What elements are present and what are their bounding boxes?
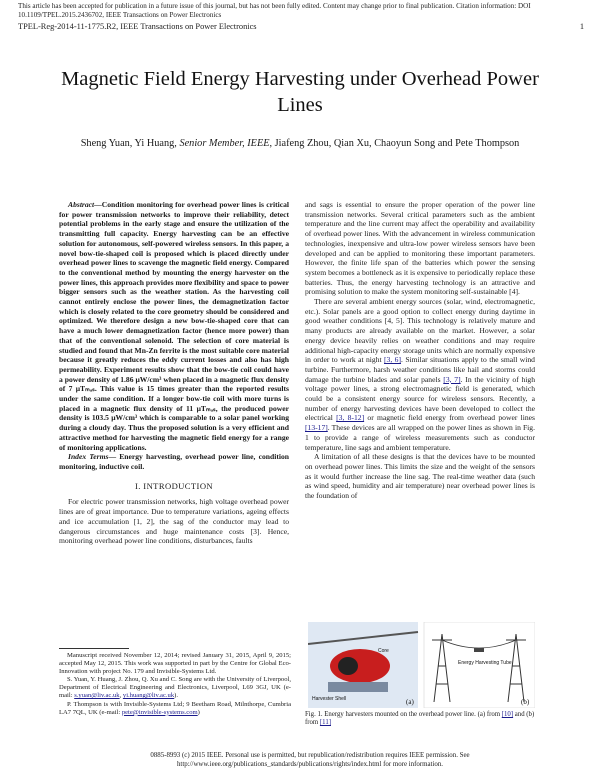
footnote-manuscript: Manuscript received November 12, 2014; r… (59, 652, 291, 676)
index-terms-label: Index Terms (68, 452, 109, 462)
transmission-tower-left (432, 633, 452, 703)
figure-1-caption: Fig. 1. Energy harvesters mounted on the… (305, 711, 537, 727)
section-heading-introduction: I. INTRODUCTION (134, 480, 214, 491)
figure-1: Harvester Shell Core (a) Energy Harvesti… (307, 621, 536, 709)
index-terms: Index Terms— Energy harvesting, overhead… (59, 452, 289, 471)
citation-link[interactable]: [13-17] (305, 423, 328, 433)
p2-text-a: There are several ambient energy sources… (305, 297, 535, 365)
footnotes: Manuscript received November 12, 2014; r… (59, 652, 291, 717)
citation-link[interactable]: [3, 8-12] (336, 413, 365, 423)
abstract-text: —Condition monitoring for overhead power… (59, 200, 289, 452)
intro-paragraph-1: For electric power transmission networks… (59, 497, 289, 546)
p2-text-d: or magnetic field energy from overhead p… (364, 413, 536, 423)
email-separator: , (119, 692, 123, 700)
email-link[interactable]: s.yuan@liv.ac.uk (74, 692, 120, 700)
abstract-label: Abstract (68, 200, 95, 209)
publication-banner: This article has been accepted for publi… (18, 2, 531, 19)
caption-text-a: Fig. 1. Energy harvesters mounted on the… (305, 711, 502, 718)
author-membership: Senior Member, IEEE (179, 138, 270, 149)
p2-text-c: . In the vicinity of high voltage power … (305, 374, 535, 423)
authors-part-2: , Jiafeng Zhou, Qian Xu, Chaoyun Song an… (269, 138, 520, 149)
harvesting-tube-shape (474, 648, 484, 652)
p2-text-e: . These devices are all wrapped on the p… (305, 423, 535, 452)
journal-reference: TPEL-Reg-2014-11-1775.R2, IEEE Transacti… (18, 22, 257, 31)
email-link[interactable]: pete@invisible-systems.com (121, 708, 198, 716)
harvester-core-shape (338, 657, 358, 675)
running-header: TPEL-Reg-2014-11-1775.R2, IEEE Transacti… (18, 22, 584, 31)
power-line-a (307, 631, 419, 645)
panel-a-label: (a) (406, 698, 414, 706)
thompson-end: ) (197, 708, 200, 716)
affiliation-text: S. Yuan, Y. Huang, J. Zhou, Q. Xu and C.… (59, 676, 291, 700)
footnote-thompson-affiliation: P. Thompson is with Invisible-Systems Lt… (59, 701, 291, 717)
author-list: Sheng Yuan, Yi Huang, Senior Member, IEE… (80, 138, 520, 151)
caption-text-b: and (b) from (305, 711, 535, 727)
right-column: and sags is essential to ensure the prop… (305, 200, 535, 501)
right-paragraph-3: A limitation of all these designs is tha… (305, 452, 535, 501)
page-number: 1 (579, 22, 584, 31)
p2-text-b: . Similar situations apply to the small … (305, 355, 535, 384)
right-paragraph-1: and sags is essential to ensure the prop… (305, 200, 535, 297)
left-column: Abstract—Condition monitoring for overhe… (59, 200, 289, 546)
panel-b-label: (b) (521, 698, 530, 706)
transmission-tower-right (506, 633, 526, 703)
caption-citation-link[interactable]: [10] (501, 711, 514, 718)
index-terms-text: — Energy harvesting, overhead power line… (59, 452, 289, 471)
core-label: Core (378, 648, 389, 654)
email-link[interactable]: yi.huang@liv.ac.uk (122, 692, 175, 700)
footnote-authors-affiliation: S. Yuan, Y. Huang, J. Zhou, Q. Xu and C.… (59, 676, 291, 700)
thompson-text: P. Thompson is with Invisible-Systems Lt… (59, 700, 291, 716)
figure-panel-b: Energy Harvesting Tube (b) (423, 621, 536, 709)
figure-1-illustration: Harvester Shell Core (a) Energy Harvesti… (307, 621, 536, 709)
right-paragraph-2: There are several ambient energy sources… (305, 297, 535, 452)
copyright-notice: 0885-8993 (c) 2015 IEEE. Personal use is… (150, 752, 470, 768)
citation-link[interactable]: [3, 6] (384, 355, 401, 365)
caption-citation-link[interactable]: [11] (319, 719, 331, 727)
citation-link[interactable]: [3, 7] (443, 374, 461, 384)
footnote-divider (59, 648, 129, 649)
paper-title: Magnetic Field Energy Harvesting under O… (61, 68, 539, 116)
affiliation-end: ). (174, 692, 178, 700)
authors-part-1: Sheng Yuan, Yi Huang, (80, 138, 180, 149)
harvester-shell-label: Harvester Shell (312, 696, 346, 702)
harvesting-tube-label: Energy Harvesting Tube (458, 660, 512, 666)
figure-panel-a: Harvester Shell Core (a) (307, 622, 419, 708)
abstract: Abstract—Condition monitoring for overhe… (59, 200, 289, 452)
harvester-base (328, 682, 388, 692)
power-line-b (441, 639, 517, 649)
